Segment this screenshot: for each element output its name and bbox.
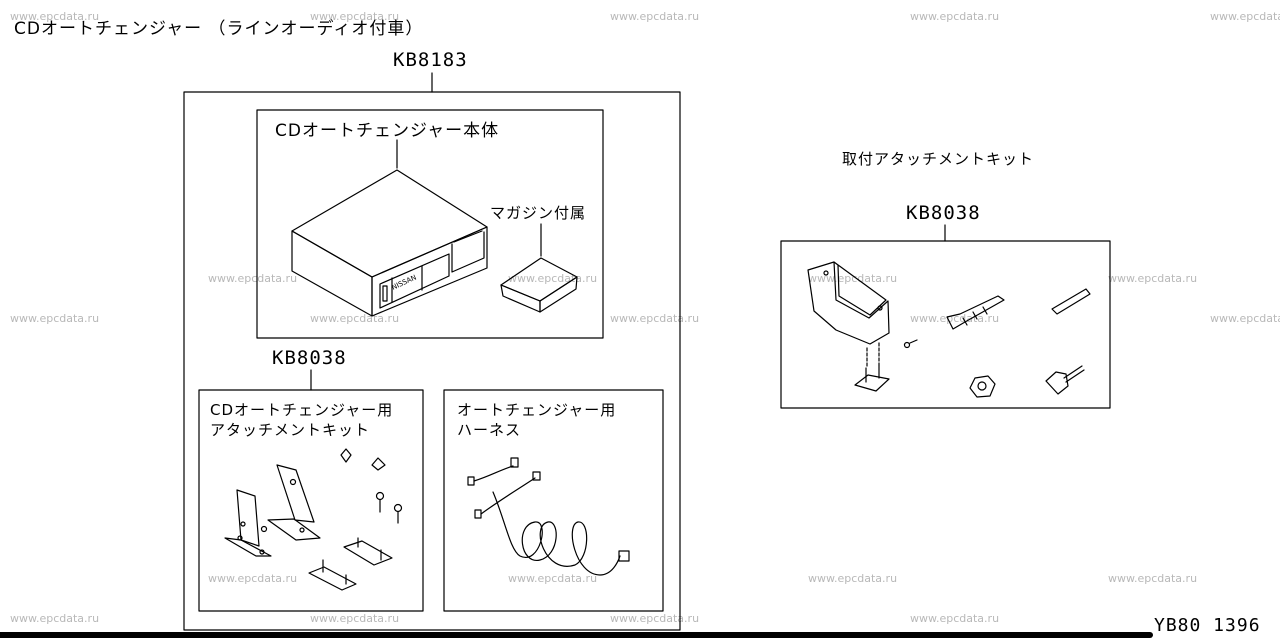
watermark: www.epcdata.ru [310,312,400,325]
watermark: www.epcdata.ru [10,312,100,325]
watermark: www.epcdata.ru [610,312,700,325]
watermark: www.epcdata.ru [208,272,298,285]
magazine-illustration [500,223,578,313]
watermark: www.epcdata.ru [910,612,1000,625]
harness-label-line1: オートチェンジャー用 [457,401,617,419]
watermark: www.epcdata.ru [508,572,598,585]
watermark: www.epcdata.ru [1108,572,1198,585]
attachment-label-line2: アタッチメントキット [210,421,371,439]
watermark: www.epcdata.ru [910,10,1000,23]
harness-box [443,389,664,612]
watermark: www.epcdata.ru [208,572,298,585]
attachment-label-line1: CDオートチェンジャー用 [210,401,394,419]
watermark: www.epcdata.ru [310,10,400,23]
attachment-kit-box [198,389,424,612]
harness-label-line2: ハーネス [457,421,522,439]
harness-illustration [467,457,630,576]
watermark: www.epcdata.ru [1210,312,1280,325]
watermark: www.epcdata.ru [808,572,898,585]
page-title: CDオートチェンジャー （ラインオーディオ付車） [14,19,424,39]
watermark: www.epcdata.ru [310,612,400,625]
main-kit-code: KB8183 [393,49,468,71]
mounting-kit-title: 取付アタッチメントキット [842,150,1035,168]
cd-changer-illustration [291,169,488,317]
cd-unit-box [256,109,604,339]
watermark: www.epcdata.ru [10,10,100,23]
mounting-kit-frame [780,240,1111,409]
watermark: www.epcdata.ru [1108,272,1198,285]
cd-unit-label: CDオートチェンジャー本体 [275,121,500,141]
watermark: www.epcdata.ru [1210,10,1280,23]
magazine-label: マガジン付属 [490,204,587,222]
watermark: www.epcdata.ru [808,272,898,285]
watermark: www.epcdata.ru [610,612,700,625]
mounting-kit-code: KB8038 [906,202,981,224]
attachment-kit-code: KB8038 [272,347,347,369]
svg-text:NISSAN: NISSAN [390,273,417,291]
watermark: www.epcdata.ru [10,612,100,625]
mounting-kit-illustration [807,261,1091,398]
watermark: www.epcdata.ru [610,10,700,23]
attachment-kit-illustration [224,448,403,591]
footer-code: YB80 1396 [1154,615,1261,636]
